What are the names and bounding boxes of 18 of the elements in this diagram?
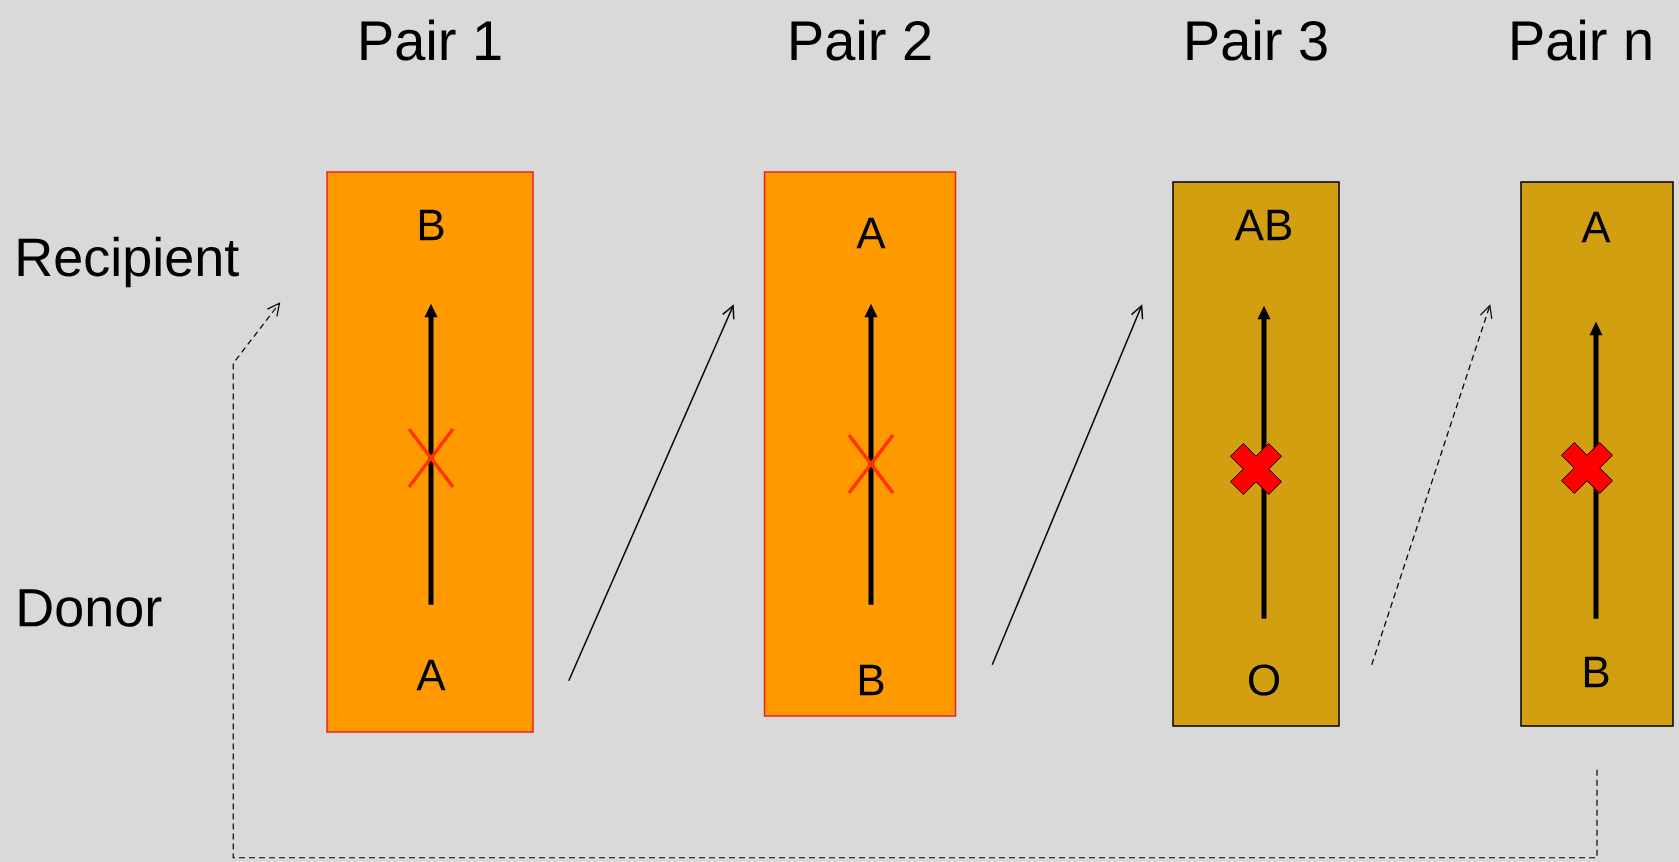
letter: AB — [1234, 209, 1292, 241]
arrow — [1371, 304, 1493, 666]
arrow — [991, 304, 1144, 666]
letter: B — [419, 209, 444, 241]
letter: A — [416, 659, 446, 691]
row-label: Recipient — [18, 236, 239, 288]
arrow — [568, 304, 735, 682]
loop-arrow — [232, 302, 1598, 859]
letter: B — [859, 664, 884, 696]
letter: B — [1584, 656, 1609, 688]
pair-heading: Pair 1 — [361, 19, 501, 61]
letter: O — [1249, 664, 1279, 696]
pair-heading: Pair 2 — [791, 19, 931, 61]
row-label: Donor — [19, 589, 162, 627]
pair-heading: Pair 3 — [1187, 19, 1327, 61]
pair-heading: Pair n — [1512, 19, 1651, 61]
letter: A — [856, 217, 886, 249]
letter: A — [1581, 211, 1611, 243]
